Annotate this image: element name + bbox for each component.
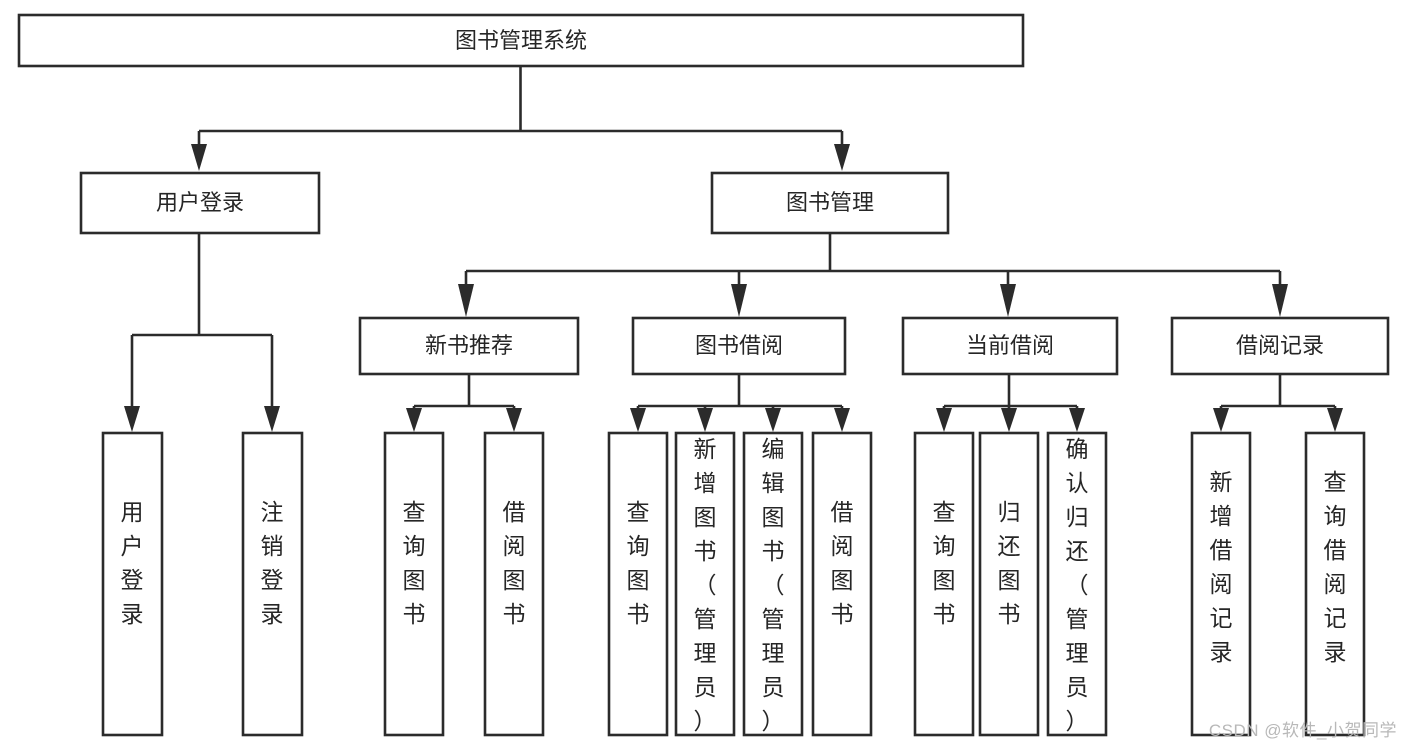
node-leaf-bb-query-label: 查询图书 xyxy=(627,499,650,627)
arrowhead-borrow-record xyxy=(1272,284,1288,317)
node-current-borrow[interactable]: 当前借阅 xyxy=(901,316,1119,376)
node-leaf-br-add-box[interactable] xyxy=(1190,431,1252,737)
arrowhead-new-book-rec xyxy=(458,284,474,317)
node-leaf-br-query-box[interactable] xyxy=(1304,431,1366,737)
arrowhead-leaf-bb-add xyxy=(697,408,713,432)
node-leaf-cb-confirm-box[interactable] xyxy=(1046,431,1108,737)
node-current-borrow-label: 当前借阅 xyxy=(966,333,1054,358)
node-new-book-rec[interactable]: 新书推荐 xyxy=(358,316,580,376)
node-leaf-rec-query-label: 查询图书 xyxy=(403,499,426,627)
arrowhead-leaf-bb-borrow xyxy=(834,408,850,432)
node-new-book-rec-box[interactable] xyxy=(358,316,580,376)
arrowhead-leaf-user-login xyxy=(124,406,140,432)
node-book-manage[interactable]: 图书管理 xyxy=(710,171,950,235)
edges-layer xyxy=(124,66,1343,432)
node-user-login-box[interactable] xyxy=(79,171,321,235)
node-leaf-cb-return[interactable]: 归还图书 xyxy=(978,431,1040,737)
node-book-borrow-label: 图书借阅 xyxy=(695,333,783,358)
node-leaf-bb-borrow[interactable]: 借阅图书 xyxy=(811,431,873,737)
node-leaf-br-query[interactable]: 查询借阅记录 xyxy=(1304,431,1366,737)
node-leaf-rec-borrow-box[interactable] xyxy=(483,431,545,737)
node-leaf-user-login-label: 用户登录 xyxy=(121,499,144,627)
node-leaf-rec-query[interactable]: 查询图书 xyxy=(383,431,445,737)
node-leaf-user-login[interactable]: 用户登录 xyxy=(101,431,164,737)
node-leaf-rec-borrow-label: 借阅图书 xyxy=(503,499,526,627)
node-borrow-record-label: 借阅记录 xyxy=(1236,333,1324,358)
arrowhead-book-manage xyxy=(834,144,850,171)
arrowhead-current-borrow xyxy=(1000,284,1016,317)
arrowhead-leaf-cb-return xyxy=(1001,408,1017,432)
node-current-borrow-box[interactable] xyxy=(901,316,1119,376)
node-book-borrow[interactable]: 图书借阅 xyxy=(631,316,847,376)
node-leaf-cb-return-label: 归还图书 xyxy=(998,499,1021,627)
node-user-login[interactable]: 用户登录 xyxy=(79,171,321,235)
node-leaf-bb-add-label: 新增图书（管理员） xyxy=(694,436,717,734)
node-borrow-record-box[interactable] xyxy=(1170,316,1390,376)
node-book-borrow-box[interactable] xyxy=(631,316,847,376)
arrowhead-book-borrow xyxy=(731,284,747,317)
arrowhead-leaf-bb-edit xyxy=(765,408,781,432)
arrowhead-leaf-cb-confirm xyxy=(1069,408,1085,432)
node-leaf-bb-add-box[interactable] xyxy=(674,431,736,737)
node-leaf-cb-confirm-label: 确认归还（管理员） xyxy=(1066,436,1089,734)
node-leaf-cb-query[interactable]: 查询图书 xyxy=(913,431,975,737)
node-leaf-cb-return-box[interactable] xyxy=(978,431,1040,737)
node-leaf-rec-borrow[interactable]: 借阅图书 xyxy=(483,431,545,737)
node-leaf-bb-query[interactable]: 查询图书 xyxy=(607,431,669,737)
node-new-book-rec-label: 新书推荐 xyxy=(425,333,513,358)
node-leaf-user-logout[interactable]: 注销登录 xyxy=(241,431,304,737)
node-leaf-user-login-box[interactable] xyxy=(101,431,164,737)
arrowhead-leaf-br-add xyxy=(1213,408,1229,432)
node-leaf-cb-confirm[interactable]: 确认归还（管理员） xyxy=(1046,431,1108,737)
node-leaf-bb-edit-box[interactable] xyxy=(742,431,804,737)
node-leaf-rec-query-box[interactable] xyxy=(383,431,445,737)
node-root-box[interactable] xyxy=(17,13,1025,68)
arrowhead-leaf-user-logout xyxy=(264,406,280,432)
arrowhead-leaf-cb-query xyxy=(936,408,952,432)
node-leaf-cb-query-label: 查询图书 xyxy=(933,499,956,627)
node-root[interactable]: 图书管理系统 xyxy=(17,13,1025,68)
node-leaf-bb-borrow-label: 借阅图书 xyxy=(831,499,854,627)
node-leaf-bb-add[interactable]: 新增图书（管理员） xyxy=(674,431,736,737)
node-book-manage-box[interactable] xyxy=(710,171,950,235)
arrowhead-leaf-br-query xyxy=(1327,408,1343,432)
node-leaf-bb-edit[interactable]: 编辑图书（管理员） xyxy=(742,431,804,737)
node-leaf-bb-edit-label: 编辑图书（管理员） xyxy=(762,436,785,734)
csdn-watermark: CSDN @软件_小贺同学 xyxy=(1208,721,1397,740)
arrowhead-leaf-rec-borrow xyxy=(506,408,522,432)
arrowhead-leaf-rec-query xyxy=(406,408,422,432)
node-leaf-cb-query-box[interactable] xyxy=(913,431,975,737)
node-borrow-record[interactable]: 借阅记录 xyxy=(1170,316,1390,376)
node-leaf-br-query-label: 查询借阅记录 xyxy=(1324,469,1347,665)
node-root-label: 图书管理系统 xyxy=(455,28,587,53)
arrowhead-user-login xyxy=(191,144,207,171)
node-leaf-bb-borrow-box[interactable] xyxy=(811,431,873,737)
node-leaf-br-add[interactable]: 新增借阅记录 xyxy=(1190,431,1252,737)
node-leaf-user-logout-box[interactable] xyxy=(241,431,304,737)
node-leaf-br-add-label: 新增借阅记录 xyxy=(1210,469,1233,665)
node-book-manage-label: 图书管理 xyxy=(786,190,874,215)
node-leaf-user-logout-label: 注销登录 xyxy=(261,499,284,627)
node-user-login-label: 用户登录 xyxy=(156,190,244,215)
arrowhead-leaf-bb-query xyxy=(630,408,646,432)
node-leaf-bb-query-box[interactable] xyxy=(607,431,669,737)
